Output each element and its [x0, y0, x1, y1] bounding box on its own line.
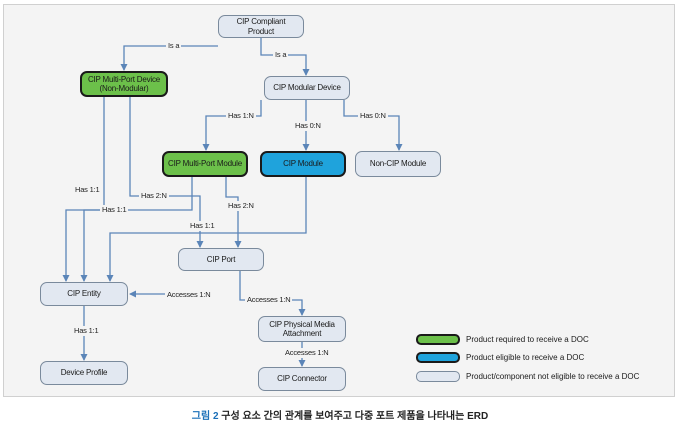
legend-label-required: Product required to receive a DOC [466, 335, 589, 344]
node-label: Device Profile [60, 368, 108, 378]
node-non-cip-module: Non-CIP Module [355, 151, 441, 177]
node-cip-entity: CIP Entity [40, 282, 128, 306]
edge-label-entity-profile: Has 1:1 [72, 326, 101, 336]
node-cip-multi-port-device: CIP Multi-Port Device (Non-Modular) [80, 71, 168, 97]
node-label: CIP Compliant Product [236, 17, 286, 36]
node-label: CIP Entity [67, 289, 101, 299]
node-label: CIP Multi-Port Device (Non-Modular) [87, 74, 161, 93]
edge-module-to-port [225, 177, 242, 248]
node-label: CIP Physical Media Attachment [269, 319, 335, 338]
edge-label-module-entity: Has 1:1 [100, 205, 129, 215]
edge-label-accesses-pma: Accesses 1:N [245, 295, 293, 305]
edge-cipmodule-to-entity [106, 177, 307, 282]
node-device-profile: Device Profile [40, 361, 128, 385]
edge-module-to-entity [80, 177, 193, 282]
edge-label-port-entity: Has 1:1 [188, 221, 217, 231]
edge-label-module-port: Has 2:N [226, 201, 256, 211]
node-label: CIP Module [283, 159, 323, 169]
edge-label-has-0n-module: Has 0:N [293, 121, 323, 131]
node-label: CIP Connector [277, 374, 327, 384]
legend-swatch-required [416, 334, 460, 345]
edge-modular-to-noncip [343, 100, 403, 151]
node-label: CIP Multi-Port Module [168, 159, 242, 169]
edge-label-is-a-left: Is a [166, 41, 182, 51]
edge-port-to-pma [239, 271, 306, 316]
edge-label-accesses-entity: Accesses 1:N [165, 290, 213, 300]
edge-label-device-port: Has 2:N [139, 191, 169, 201]
edge-label-is-a-right: Is a [273, 50, 289, 60]
node-cip-connector: CIP Connector [258, 367, 346, 391]
edge-is-a-left [120, 45, 218, 71]
legend-label-not-eligible: Product/component not eligible to receiv… [466, 372, 640, 381]
legend-swatch-eligible [416, 352, 460, 363]
figure-number: 그림 2 [191, 411, 219, 422]
edge-label-has-0n-noncip: Has 0:N [358, 111, 388, 121]
legend-label-eligible: Product eligible to receive a DOC [466, 353, 585, 362]
node-label: CIP Modular Device [273, 83, 341, 93]
edge-label-has-1n: Has 1:N [226, 111, 256, 121]
node-cip-modular-device: CIP Modular Device [264, 76, 350, 100]
node-label: CIP Port [206, 254, 236, 264]
node-label: Non-CIP Module [369, 159, 427, 169]
legend-swatch-not-eligible [416, 371, 460, 382]
node-cip-physical-media-attachment: CIP Physical Media Attachment [258, 316, 346, 342]
edge-label-device-entity: Has 1:1 [73, 185, 102, 195]
node-cip-multi-port-module: CIP Multi-Port Module [162, 151, 248, 177]
edge-label-accesses-connector: Accesses 1:N [283, 348, 331, 358]
node-cip-compliant-product: CIP Compliant Product [218, 15, 304, 38]
node-cip-port: CIP Port [178, 248, 264, 271]
node-cip-module: CIP Module [260, 151, 346, 177]
caption-text: 구성 요소 간의 관계를 보여주고 다중 포트 제품을 나타내는 ERD [218, 411, 489, 422]
edge-modular-to-multiport-module [202, 100, 262, 151]
figure-caption: 그림 2 구성 요소 간의 관계를 보여주고 다중 포트 제품을 나타내는 ER… [0, 407, 680, 422]
